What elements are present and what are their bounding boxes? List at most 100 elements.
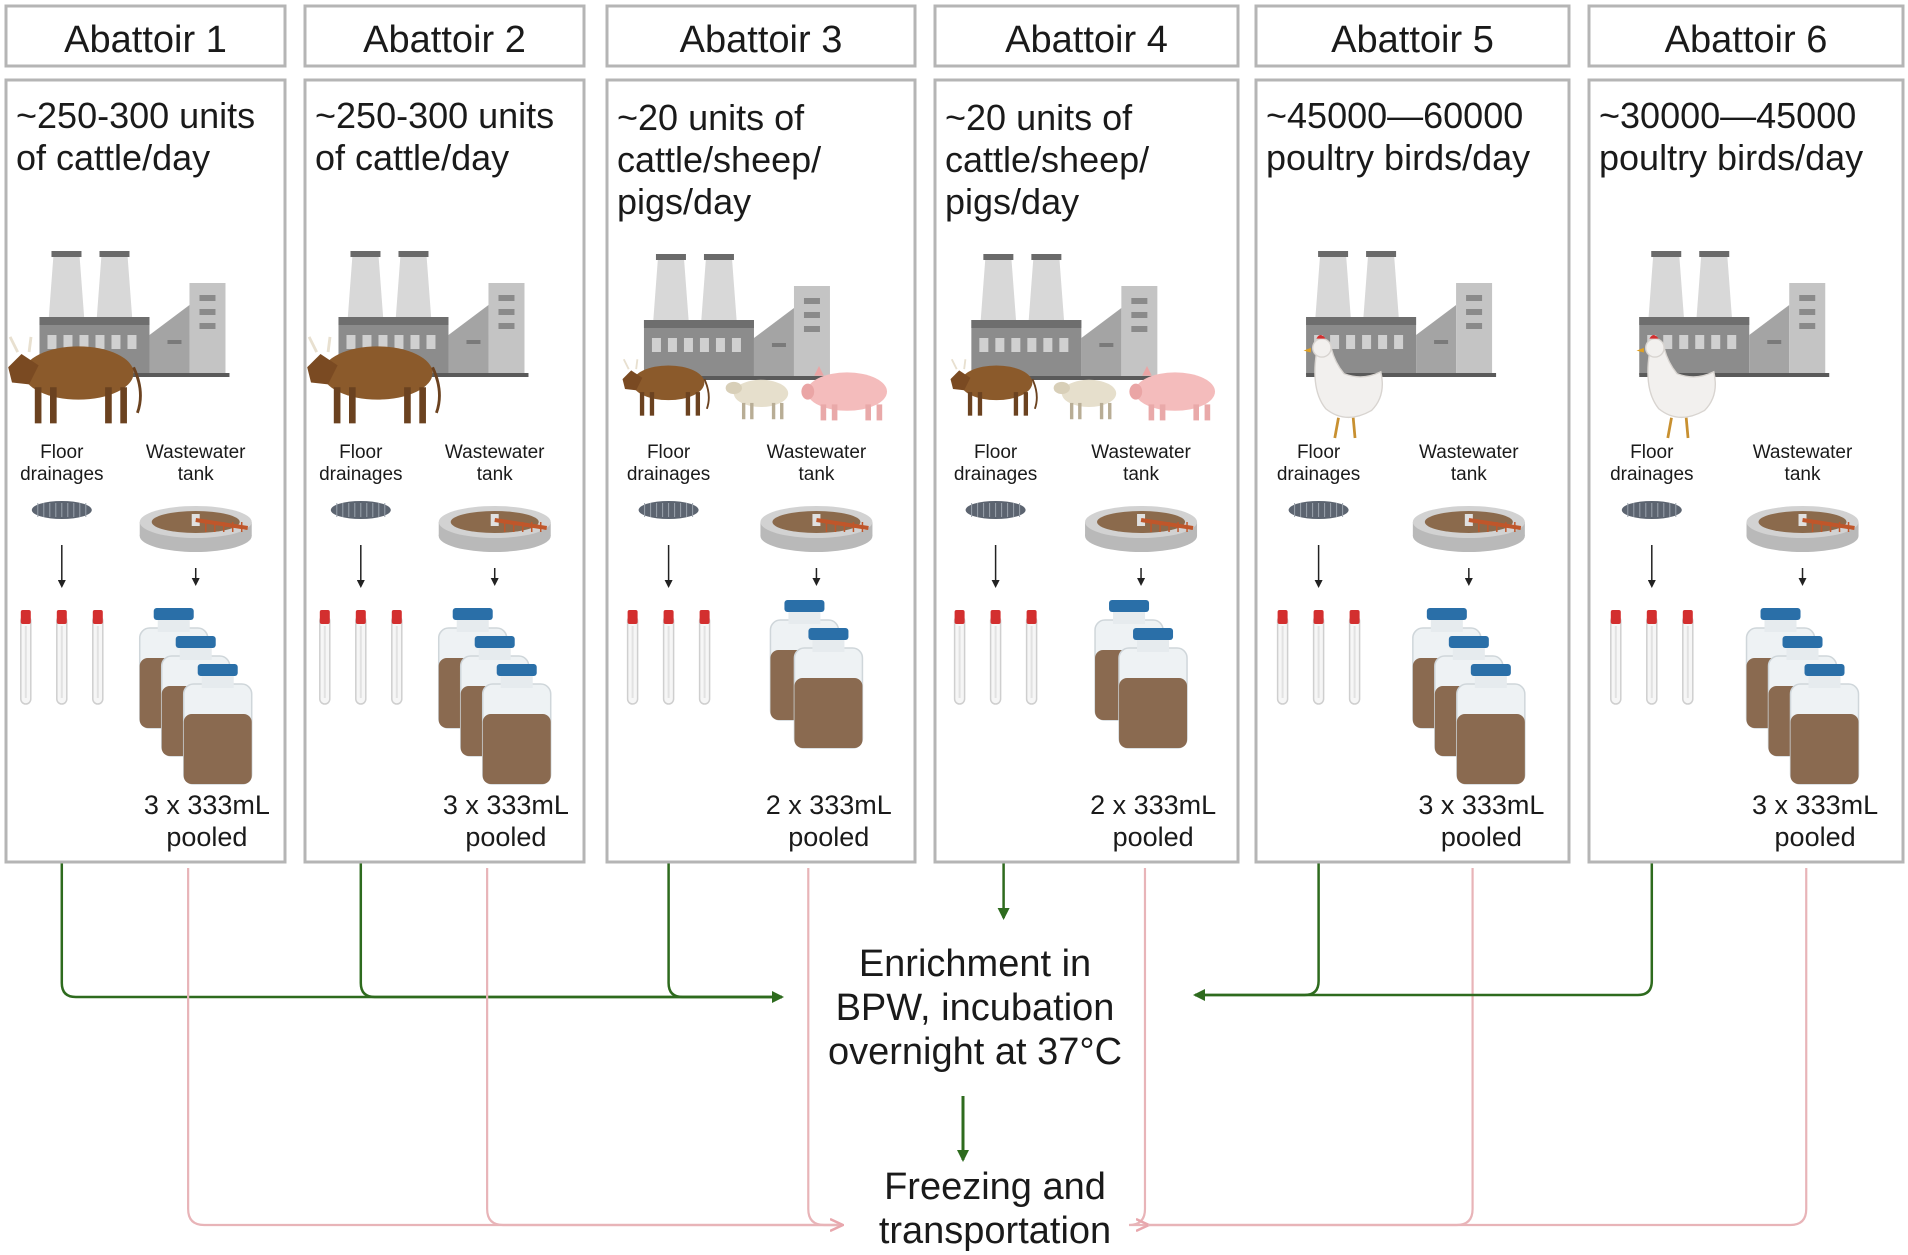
swab-tube-icon xyxy=(1610,610,1622,705)
floor-drainages-label: Floor xyxy=(974,442,1018,463)
abattoir-panel-3: Abattoir 3 ~20 units ofcattle/sheep/pigs/… xyxy=(605,4,917,864)
wastewater-tank-label: tank xyxy=(178,464,214,485)
sample-bottle-icon xyxy=(182,664,253,785)
wastewater-tank-label: Wastewater xyxy=(1419,442,1519,463)
swab-tube-icon xyxy=(56,610,68,705)
wastewater-tank-label: tank xyxy=(1785,464,1821,485)
enrichment-step-text: overnight at 37°C xyxy=(828,1031,1122,1073)
floor-drainages-label: drainages xyxy=(954,464,1037,485)
swab-tube-icon xyxy=(698,610,711,705)
factory-icon xyxy=(971,254,1162,380)
animal-count-text: cattle/sheep/ xyxy=(617,139,821,180)
swab-tube-icon xyxy=(1348,610,1361,705)
drain-grate-icon xyxy=(1288,501,1349,519)
drain-grate-icon xyxy=(330,501,391,519)
floor-drainages-label: drainages xyxy=(319,464,402,485)
wastewater-tank-label: tank xyxy=(477,464,513,485)
animal-count-text: cattle/sheep/ xyxy=(945,139,1149,180)
enrichment-step-text: BPW, incubation xyxy=(836,987,1115,1029)
pink-connector xyxy=(1148,868,1474,1227)
swab-tube-icon xyxy=(319,610,331,705)
abattoir-title: Abattoir 2 xyxy=(363,19,526,61)
animal-count-text: ~20 units of xyxy=(945,97,1133,138)
freezing-step-text: transportation xyxy=(879,1210,1111,1252)
floor-drainages-label: Floor xyxy=(339,442,383,463)
animal-count-text: poultry birds/day xyxy=(1266,137,1530,178)
pooled-volume-text: 3 x 333mL xyxy=(144,790,270,820)
abattoir-panel-4: Abattoir 4~20 units ofcattle/sheep/pigs/… xyxy=(933,4,1240,864)
swab-tube-icon xyxy=(92,610,104,705)
title-box xyxy=(303,4,586,68)
wastewater-tank-label: Wastewater xyxy=(1753,442,1853,463)
enrichment-step-text: Enrichment in xyxy=(859,943,1091,985)
wastewater-tank-icon xyxy=(1746,506,1859,552)
title-box xyxy=(4,4,287,68)
pink-connector xyxy=(1128,868,1148,1225)
drain-grate-icon xyxy=(31,501,92,519)
abattoir-title: Abattoir 6 xyxy=(1665,19,1828,61)
pink-connector xyxy=(486,868,842,1227)
swab-tube-icon xyxy=(1276,610,1289,705)
wastewater-tank-icon xyxy=(1085,506,1198,552)
pooled-volume-text: 3 x 333mL xyxy=(1418,790,1544,820)
wastewater-tank-label: Wastewater xyxy=(1091,442,1191,463)
abattoir-title: Abattoir 3 xyxy=(680,19,843,61)
pig-icon xyxy=(1129,366,1215,421)
animal-count-text: ~250-300 units xyxy=(16,95,255,136)
floor-drainages-label: drainages xyxy=(627,464,710,485)
swab-tube-icon xyxy=(989,610,1002,705)
swab-tube-icon xyxy=(662,610,675,705)
floor-drainages-label: drainages xyxy=(1610,464,1693,485)
pooled-volume-text: pooled xyxy=(465,822,546,852)
floor-drainages-label: Floor xyxy=(40,442,84,463)
animal-count-text: ~250-300 units xyxy=(315,95,554,136)
sample-bottle-icon xyxy=(793,628,864,749)
sample-bottle-icon xyxy=(481,664,552,785)
floor-drainages-label: Floor xyxy=(1297,442,1341,463)
animal-count-text: ~45000—60000 xyxy=(1266,95,1523,136)
green-connector xyxy=(359,736,782,999)
cattle-icon xyxy=(950,358,1038,416)
freezing-step-text: Freezing and xyxy=(884,1166,1106,1208)
animal-count-text: ~20 units of xyxy=(617,97,805,138)
title-box xyxy=(605,4,917,68)
swab-tube-icon xyxy=(1025,610,1038,705)
animal-count-text: pigs/day xyxy=(617,181,751,222)
sample-bottle-icon xyxy=(1789,664,1860,785)
factory-icon xyxy=(1639,251,1830,377)
sample-bottle-icon xyxy=(1456,664,1526,785)
cattle-icon xyxy=(8,336,142,424)
wastewater-tank-icon xyxy=(139,506,252,552)
content-box xyxy=(605,78,917,864)
animal-count-text: of cattle/day xyxy=(315,137,509,178)
animal-count-text: of cattle/day xyxy=(16,137,210,178)
chicken-icon xyxy=(1303,335,1383,439)
pooled-volume-text: 3 x 333mL xyxy=(1752,790,1878,820)
pooled-volume-text: pooled xyxy=(166,822,247,852)
cattle-icon xyxy=(307,336,441,424)
animal-count-text: pigs/day xyxy=(945,181,1079,222)
swab-tube-icon xyxy=(391,610,403,705)
pooled-volume-text: 2 x 333mL xyxy=(1090,790,1216,820)
wastewater-tank-label: Wastewater xyxy=(445,442,545,463)
pink-connector xyxy=(187,868,842,1227)
wastewater-tank-icon xyxy=(438,506,551,552)
factory-icon xyxy=(338,251,529,377)
swab-tube-icon xyxy=(626,610,639,705)
chicken-icon xyxy=(1636,335,1716,439)
drain-grate-icon xyxy=(638,501,699,519)
wastewater-tank-label: tank xyxy=(1451,464,1487,485)
sheep-icon xyxy=(725,379,789,420)
drain-grate-icon xyxy=(965,501,1026,519)
pink-connector xyxy=(1148,868,1808,1227)
pooled-volume-text: 2 x 333mL xyxy=(766,790,892,820)
wastewater-tank-label: Wastewater xyxy=(767,442,867,463)
title-box xyxy=(1587,4,1905,68)
floor-drainages-label: drainages xyxy=(20,464,103,485)
animal-count-text: ~30000—45000 xyxy=(1599,95,1856,136)
